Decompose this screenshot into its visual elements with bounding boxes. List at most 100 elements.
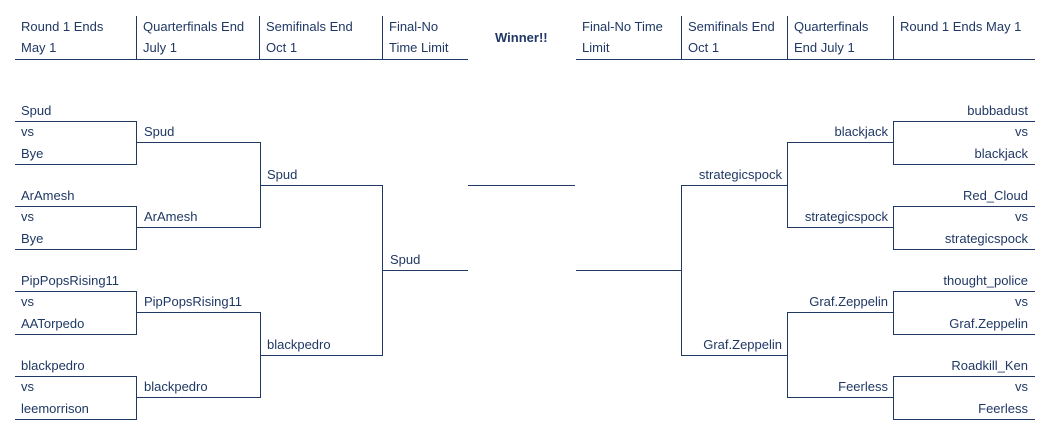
right-r1-m1-top-line xyxy=(894,121,1035,122)
right-final-line xyxy=(576,270,682,271)
header-right-sf-line2: Oct 1 xyxy=(688,40,720,55)
right-qf-4-line xyxy=(788,397,894,398)
left-r1-m3-connector xyxy=(136,291,137,335)
right-qf-1: blackjack xyxy=(834,124,888,139)
left-r1-m2-bottom-line xyxy=(15,249,137,250)
left-qf-1-line xyxy=(137,142,260,143)
header-right-final: Final-No Time Limit xyxy=(576,16,682,60)
header-left-qf-line1: Quarterfinals End xyxy=(143,19,245,34)
header-left-round1: Round 1 Ends May 1 xyxy=(15,16,137,60)
left-r1-m3-vs: vs xyxy=(21,294,34,309)
right-r1-m1-vs: vs xyxy=(1015,124,1028,139)
right-r1-m2-bottom: strategicspock xyxy=(944,231,1028,246)
left-sf-1: Spud xyxy=(267,167,298,182)
left-r1-m4-connector xyxy=(136,376,137,420)
header-right-final-line1: Final-No Time xyxy=(582,19,663,34)
right-qf-2: strategicspock xyxy=(804,209,888,224)
right-r1-m1-bottom-line xyxy=(894,164,1035,165)
left-r1-m4-top: blackpedro xyxy=(21,358,85,373)
right-qf-1-line xyxy=(788,142,894,143)
left-r1-m3-bottom: AATorpedo xyxy=(21,316,85,331)
right-r1-m1-connector xyxy=(893,121,894,165)
header-left-semifinals: Semifinals End Oct 1 xyxy=(260,16,383,60)
left-r1-m4-bottom-line xyxy=(15,419,137,420)
right-r1-m4-connector xyxy=(893,376,894,420)
right-r1-m2-vs: vs xyxy=(1015,209,1028,224)
right-qf-bottom-connector xyxy=(787,312,788,398)
left-r1-m1-bottom-line xyxy=(15,164,137,165)
right-qf-4: Feerless xyxy=(838,379,888,394)
winner-line xyxy=(468,185,575,186)
right-r1-m4-top: Roadkill_Ken xyxy=(951,358,1028,373)
right-r1-m3-vs: vs xyxy=(1015,294,1028,309)
left-r1-m1-connector xyxy=(136,121,137,165)
header-right-final-line2: Limit xyxy=(582,40,610,55)
header-right-round1: Round 1 Ends May 1 xyxy=(894,16,1035,60)
header-left-final-line1: Final-No xyxy=(389,19,439,34)
left-r1-m2-top-line xyxy=(15,206,137,207)
left-r1-m1-vs: vs xyxy=(21,124,34,139)
right-sf-1-line xyxy=(682,185,788,186)
left-r1-m2-vs: vs xyxy=(21,209,34,224)
header-right-round1-line1: Round 1 Ends May 1 xyxy=(900,19,1022,34)
left-qf-3-line xyxy=(137,312,260,313)
left-r1-m2-top: ArAmesh xyxy=(21,188,75,203)
right-r1-m3-connector xyxy=(893,291,894,335)
right-sf-2-line xyxy=(682,355,788,356)
right-qf-3: Graf.Zeppelin xyxy=(809,294,888,309)
left-qf-1: Spud xyxy=(144,124,175,139)
header-left-qf-line2: July 1 xyxy=(143,40,177,55)
header-left-sf-line1: Semifinals End xyxy=(266,19,353,34)
left-r1-m4-bottom: leemorrison xyxy=(21,401,89,416)
header-left-round1-line1: Round 1 Ends xyxy=(21,19,104,34)
right-r1-m2-connector xyxy=(893,206,894,250)
header-right-qf-line2: End July 1 xyxy=(794,40,855,55)
header-right-qf-line1: Quarterfinals xyxy=(794,19,869,34)
header-right-underline xyxy=(576,59,1035,60)
right-sf-2: Graf.Zeppelin xyxy=(703,337,782,352)
winner-label: Winner!! xyxy=(495,30,548,45)
header-left-final: Final-No Time Limit xyxy=(383,16,468,60)
right-r1-m4-vs: vs xyxy=(1015,379,1028,394)
right-r1-m3-bottom-line xyxy=(894,334,1035,335)
left-final-line xyxy=(383,270,468,271)
header-right-sf-line1: Semifinals End xyxy=(688,19,775,34)
right-r1-m4-bottom-line xyxy=(894,419,1035,420)
left-r1-m4-top-line xyxy=(15,376,137,377)
right-sf-1: strategicspock xyxy=(698,167,782,182)
right-r1-m4-top-line xyxy=(894,376,1035,377)
right-r1-m2-top: Red_Cloud xyxy=(962,188,1028,203)
left-r1-m1-top-line xyxy=(15,121,137,122)
left-sf-2: blackpedro xyxy=(267,337,331,352)
header-left-underline xyxy=(15,59,468,60)
left-r1-m4-vs: vs xyxy=(21,379,34,394)
right-sf-connector xyxy=(681,185,682,356)
header-left-sf-line2: Oct 1 xyxy=(266,40,298,55)
left-r1-m2-connector xyxy=(136,206,137,250)
left-r1-m2-bottom: Bye xyxy=(21,231,44,246)
left-sf-1-line xyxy=(260,185,383,186)
right-qf-top-connector xyxy=(787,142,788,228)
header-right-quarterfinals: Quarterfinals End July 1 xyxy=(788,16,894,60)
left-qf-2: ArAmesh xyxy=(144,209,198,224)
header-left-round1-line2: May 1 xyxy=(21,40,57,55)
left-qf-2-line xyxy=(137,227,260,228)
right-r1-m2-top-line xyxy=(894,206,1035,207)
header-left-final-line2: Time Limit xyxy=(389,40,449,55)
left-final: Spud xyxy=(390,252,421,267)
left-qf-3: PipPopsRising11 xyxy=(144,294,243,309)
left-sf-2-line xyxy=(260,355,383,356)
left-r1-m3-top: PipPopsRising11 xyxy=(21,273,120,288)
right-r1-m3-top: thought_police xyxy=(943,273,1028,288)
right-r1-m3-bottom: Graf.Zeppelin xyxy=(949,316,1028,331)
left-sf-connector xyxy=(382,185,383,356)
right-r1-m1-top: bubbadust xyxy=(967,103,1028,118)
right-r1-m1-bottom: blackjack xyxy=(974,146,1028,161)
header-right-semifinals: Semifinals End Oct 1 xyxy=(682,16,788,60)
left-r1-m1-top: Spud xyxy=(21,103,52,118)
left-qf-4-line xyxy=(137,397,260,398)
right-r1-m3-top-line xyxy=(894,291,1035,292)
right-r1-m4-bottom: Feerless xyxy=(978,401,1028,416)
header-left-quarterfinals: Quarterfinals End July 1 xyxy=(137,16,260,60)
